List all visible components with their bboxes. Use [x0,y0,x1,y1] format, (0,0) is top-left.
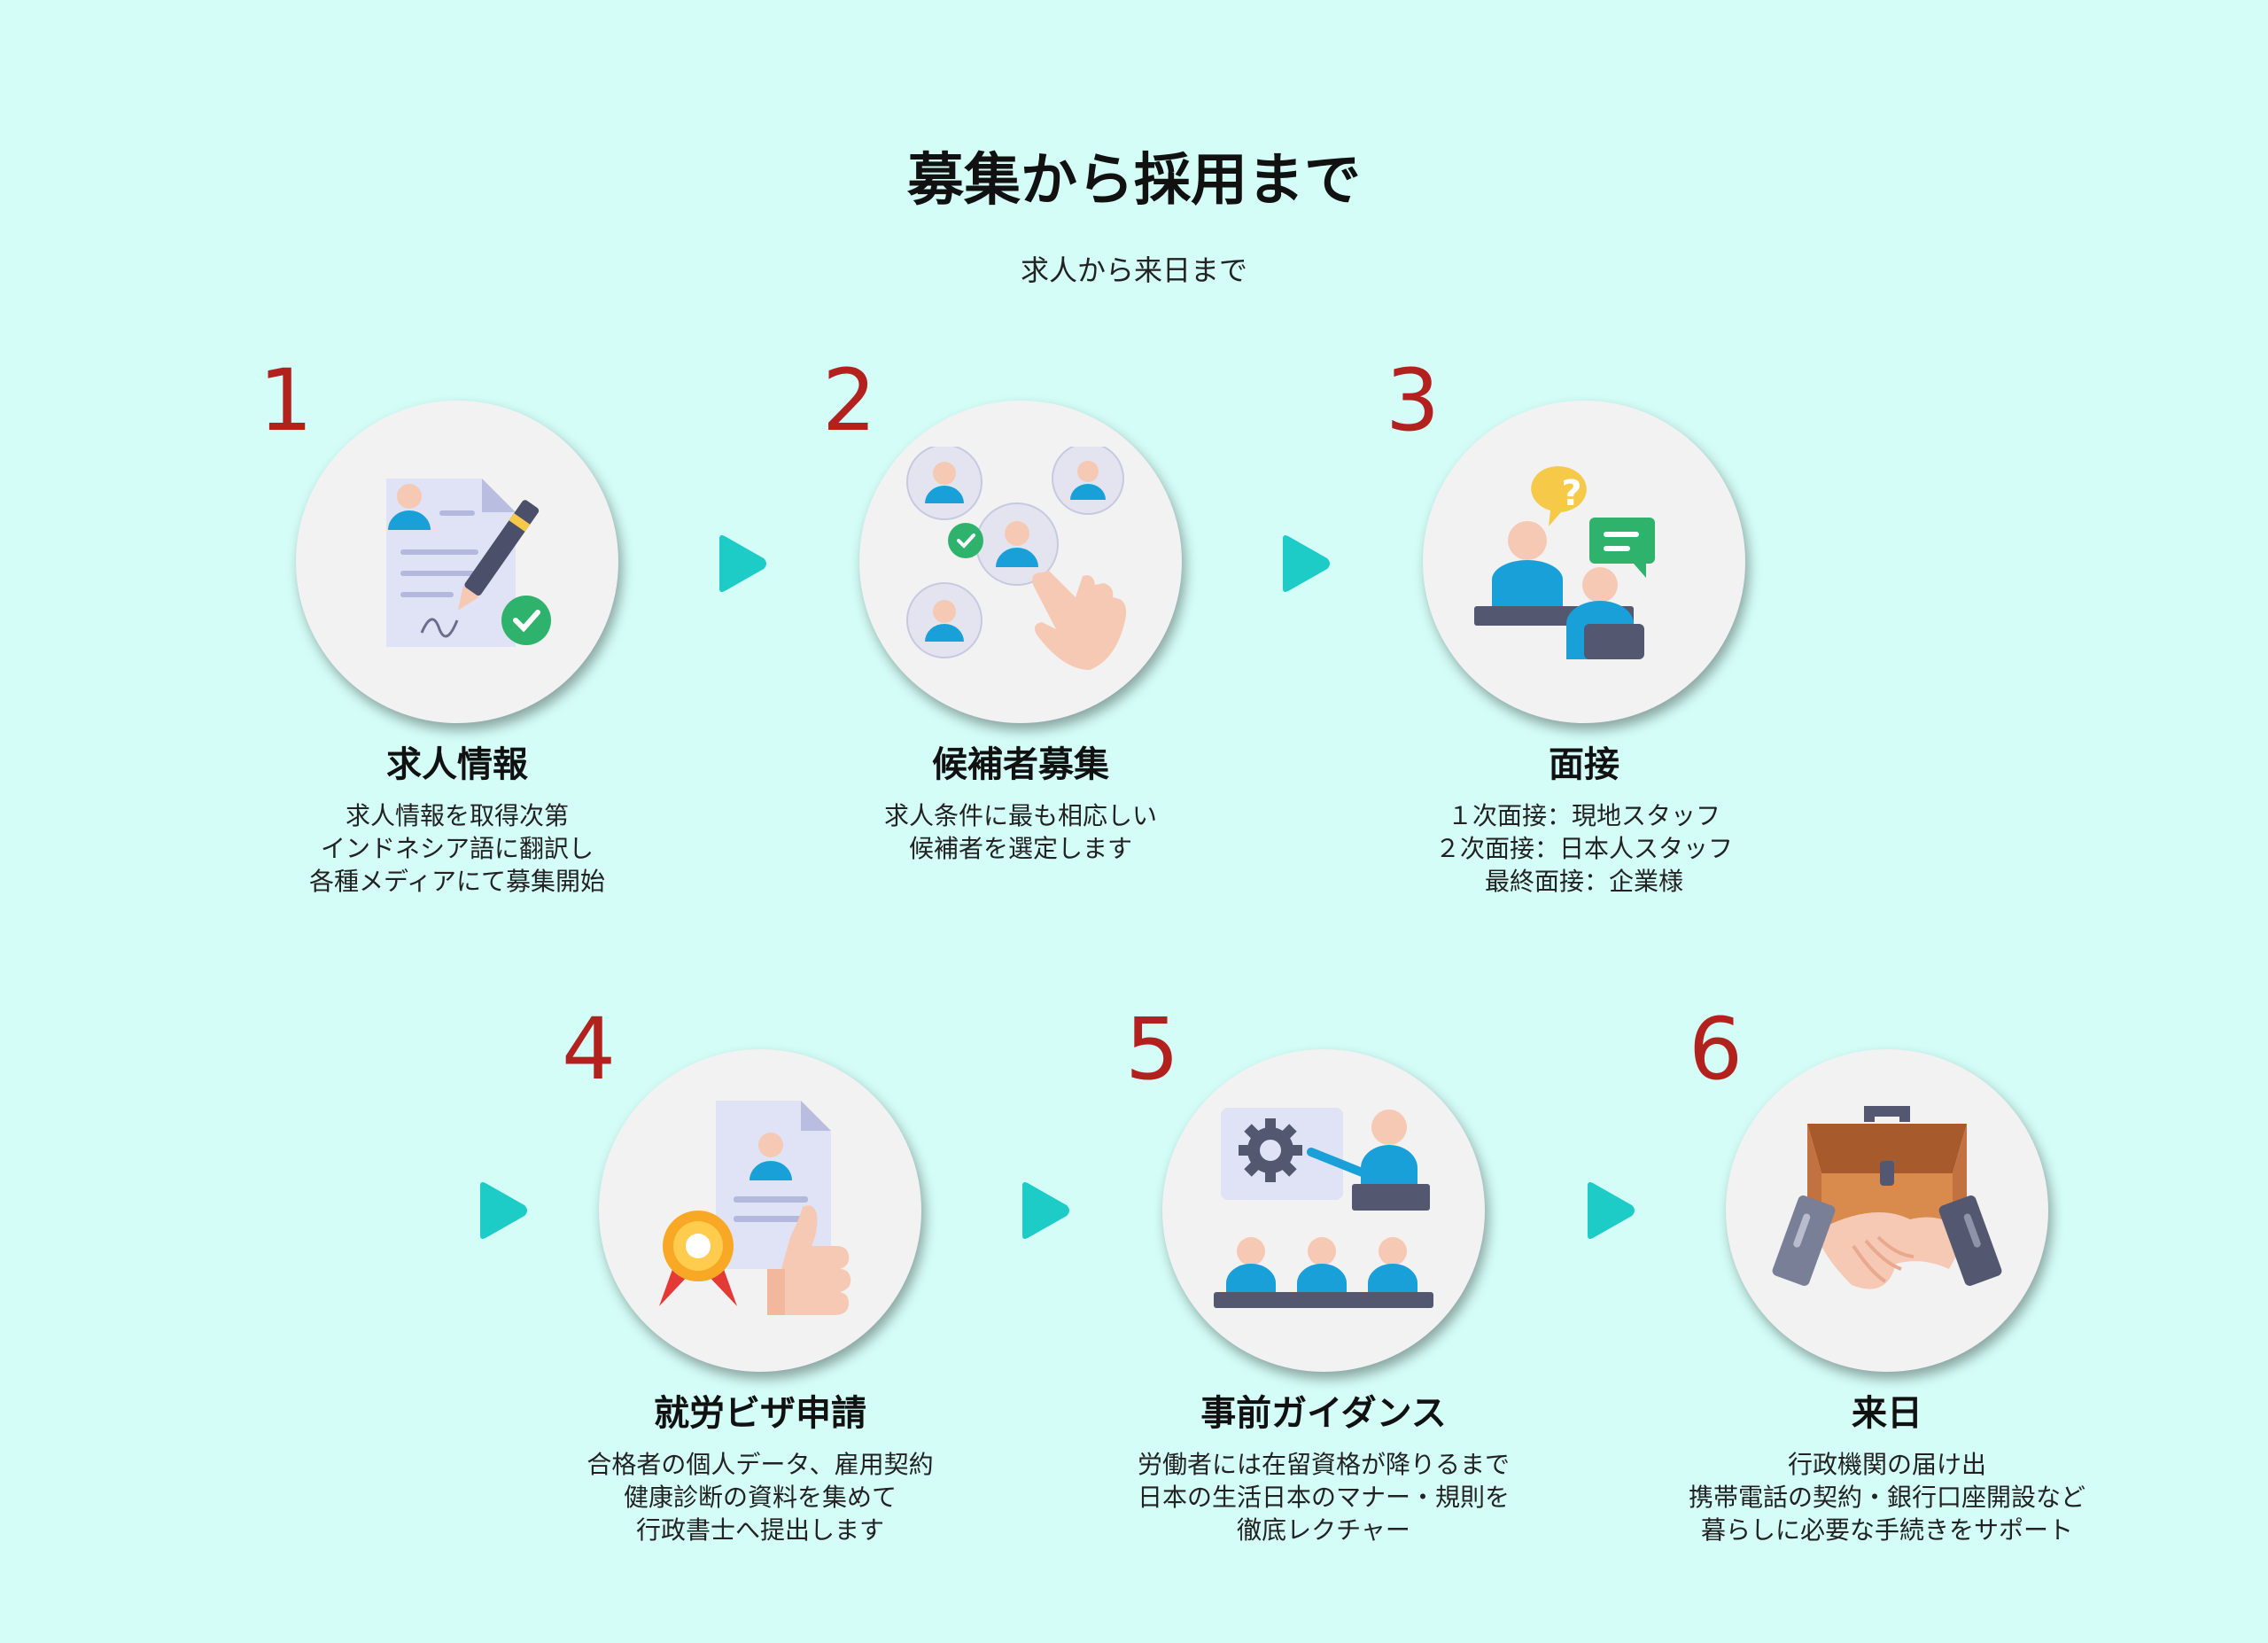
desc-line: 行政機関の届け出 [1787,1450,1986,1479]
desc-line: 求人条件に最も相応しい [883,801,1157,830]
step-2-circle [859,401,1182,723]
step-3-circle: ? [1423,401,1745,723]
step-number: 3 [1386,351,1441,450]
desc-line: 健康診断の資料を集めて [623,1483,897,1512]
desc-line: 徹底レクチャー [1237,1515,1410,1545]
interview-icon: ? [1474,466,1655,659]
play-arrow-icon [1588,1182,1635,1239]
step-description: 求人条件に最も相応しい 候補者を選定します [771,799,1270,865]
step-number: 6 [1689,1000,1744,1099]
step-description: 求人情報を取得次第 インドネシア語に翻訳し 各種メディアにて募集開始 [207,799,707,898]
step-title: 事前ガイダンス [1200,1393,1447,1434]
step-description: 合格者の個人データ、雇用契約 健康診断の資料を集めて 行政書士へ提出します [510,1448,1010,1546]
step-number: 1 [259,351,314,450]
step-5-circle [1162,1049,1485,1372]
step-number: 4 [562,1000,617,1099]
step-6-circle [1726,1049,2048,1372]
desc-line: インドネシア語に翻訳し [320,834,594,863]
visa-document-icon [659,1101,851,1315]
step-title: 就労ビザ申請 [654,1393,866,1434]
desc-line: 日本の生活日本のマナー・規則を [1137,1483,1510,1512]
desc-line: ２次面接：日本人スタッフ [1434,834,1733,863]
desc-line: 行政書士へ提出します [635,1515,884,1545]
step-4-circle [599,1049,921,1372]
desc-line: 携帯電話の契約・銀行口座開設など [1688,1483,2085,1512]
gear-icon [1239,1118,1302,1182]
play-arrow-icon [1022,1182,1069,1239]
play-arrow-icon [480,1182,527,1239]
page-subtitle: 求人から来日まで [1020,253,1247,287]
step-number: 2 [822,351,877,450]
step-description: 行政機関の届け出 携帯電話の契約・銀行口座開設など 暮らしに必要な手続きをサポー… [1637,1448,2137,1546]
candidate-avatar [906,447,983,520]
play-arrow-icon [719,535,766,592]
step-description: 労働者には在留資格が降りるまで 日本の生活日本のマナー・規則を 徹底レクチャー [1074,1448,1573,1546]
svg-text:?: ? [1561,473,1581,514]
handshake-briefcase-icon [1772,1106,2002,1289]
play-arrow-icon [1283,535,1330,592]
step-description: １次面接：現地スタッフ ２次面接：日本人スタッフ 最終面接：企業様 [1334,799,1834,898]
desc-line: 労働者には在留資格が降りるまで [1137,1450,1510,1479]
step-title: 来日 [1852,1393,1922,1434]
desc-line: 候補者を選定します [908,834,1132,863]
classroom-guidance-icon [1214,1108,1433,1308]
step-title: 求人情報 [386,744,528,785]
desc-line: 各種メディアにて募集開始 [308,867,606,896]
desc-line: 求人情報を取得次第 [345,801,569,830]
step-title: 面接 [1549,744,1619,785]
step-1-circle [296,401,618,723]
step-title: 候補者募集 [932,744,1109,785]
contract-sign-icon [386,479,551,647]
candidate-select-icon [906,447,1127,670]
desc-line: 合格者の個人データ、雇用契約 [586,1450,934,1479]
page-title: 募集から採用まで [907,148,1361,214]
desc-line: １次面接：現地スタッフ [1447,801,1720,830]
desc-line: 暮らしに必要な手続きをサポート [1700,1515,2073,1545]
desc-line: 最終面接：企業様 [1484,867,1683,896]
step-number: 5 [1125,1000,1180,1099]
